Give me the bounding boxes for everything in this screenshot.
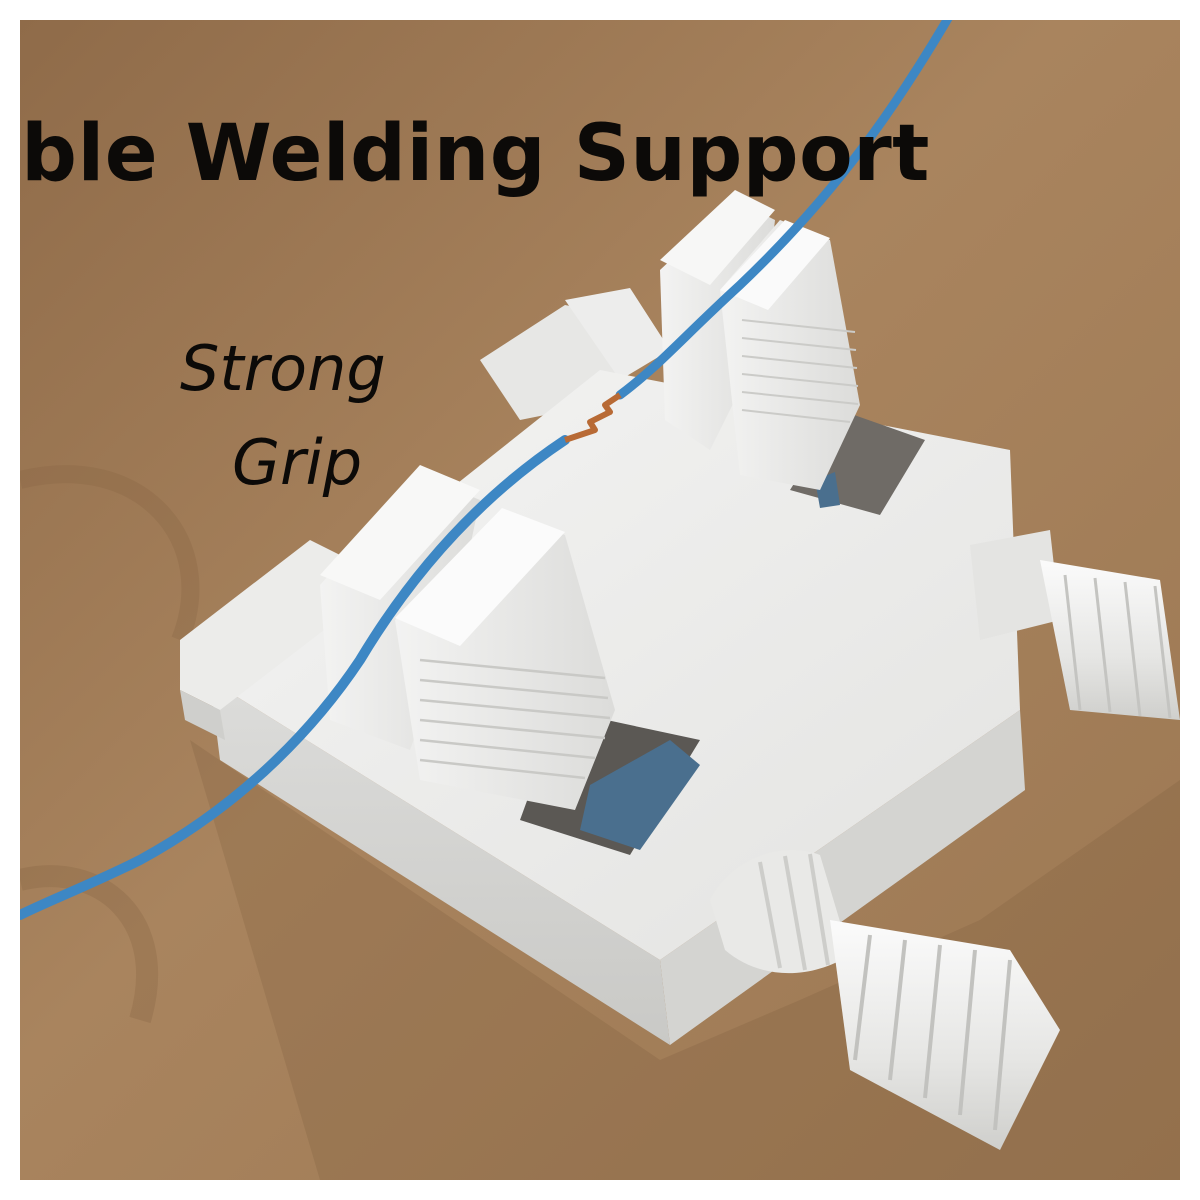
copper-splice (564, 392, 622, 443)
front-jaw-right-top (395, 508, 565, 646)
rear-jaw-right-top (720, 220, 830, 310)
side-tab (180, 540, 350, 710)
rear-jaw-ridges (741, 319, 859, 423)
front-knob (710, 850, 1060, 1150)
surface-crease (20, 465, 200, 644)
side-tab (180, 690, 225, 740)
photo-scene (20, 20, 1180, 1180)
blue-wire (615, 20, 953, 400)
rear-knob (970, 530, 1180, 720)
blue-wire (20, 435, 570, 920)
surface-crease (20, 865, 159, 1024)
caption-line-1: Strong (180, 332, 386, 405)
front-jaw-left-top (320, 465, 480, 600)
rear-jaw-left-top (660, 190, 775, 285)
front-jaw-ridges (419, 658, 611, 780)
base-top (210, 370, 1020, 960)
page-title: able Welding Support (20, 109, 930, 199)
product-photo: able Welding Support Strong Grip (20, 20, 1180, 1180)
caption-line-2: Grip (232, 426, 363, 499)
base-side-front (210, 680, 670, 1045)
rear-tab (565, 288, 670, 380)
spring-insert (580, 740, 700, 850)
